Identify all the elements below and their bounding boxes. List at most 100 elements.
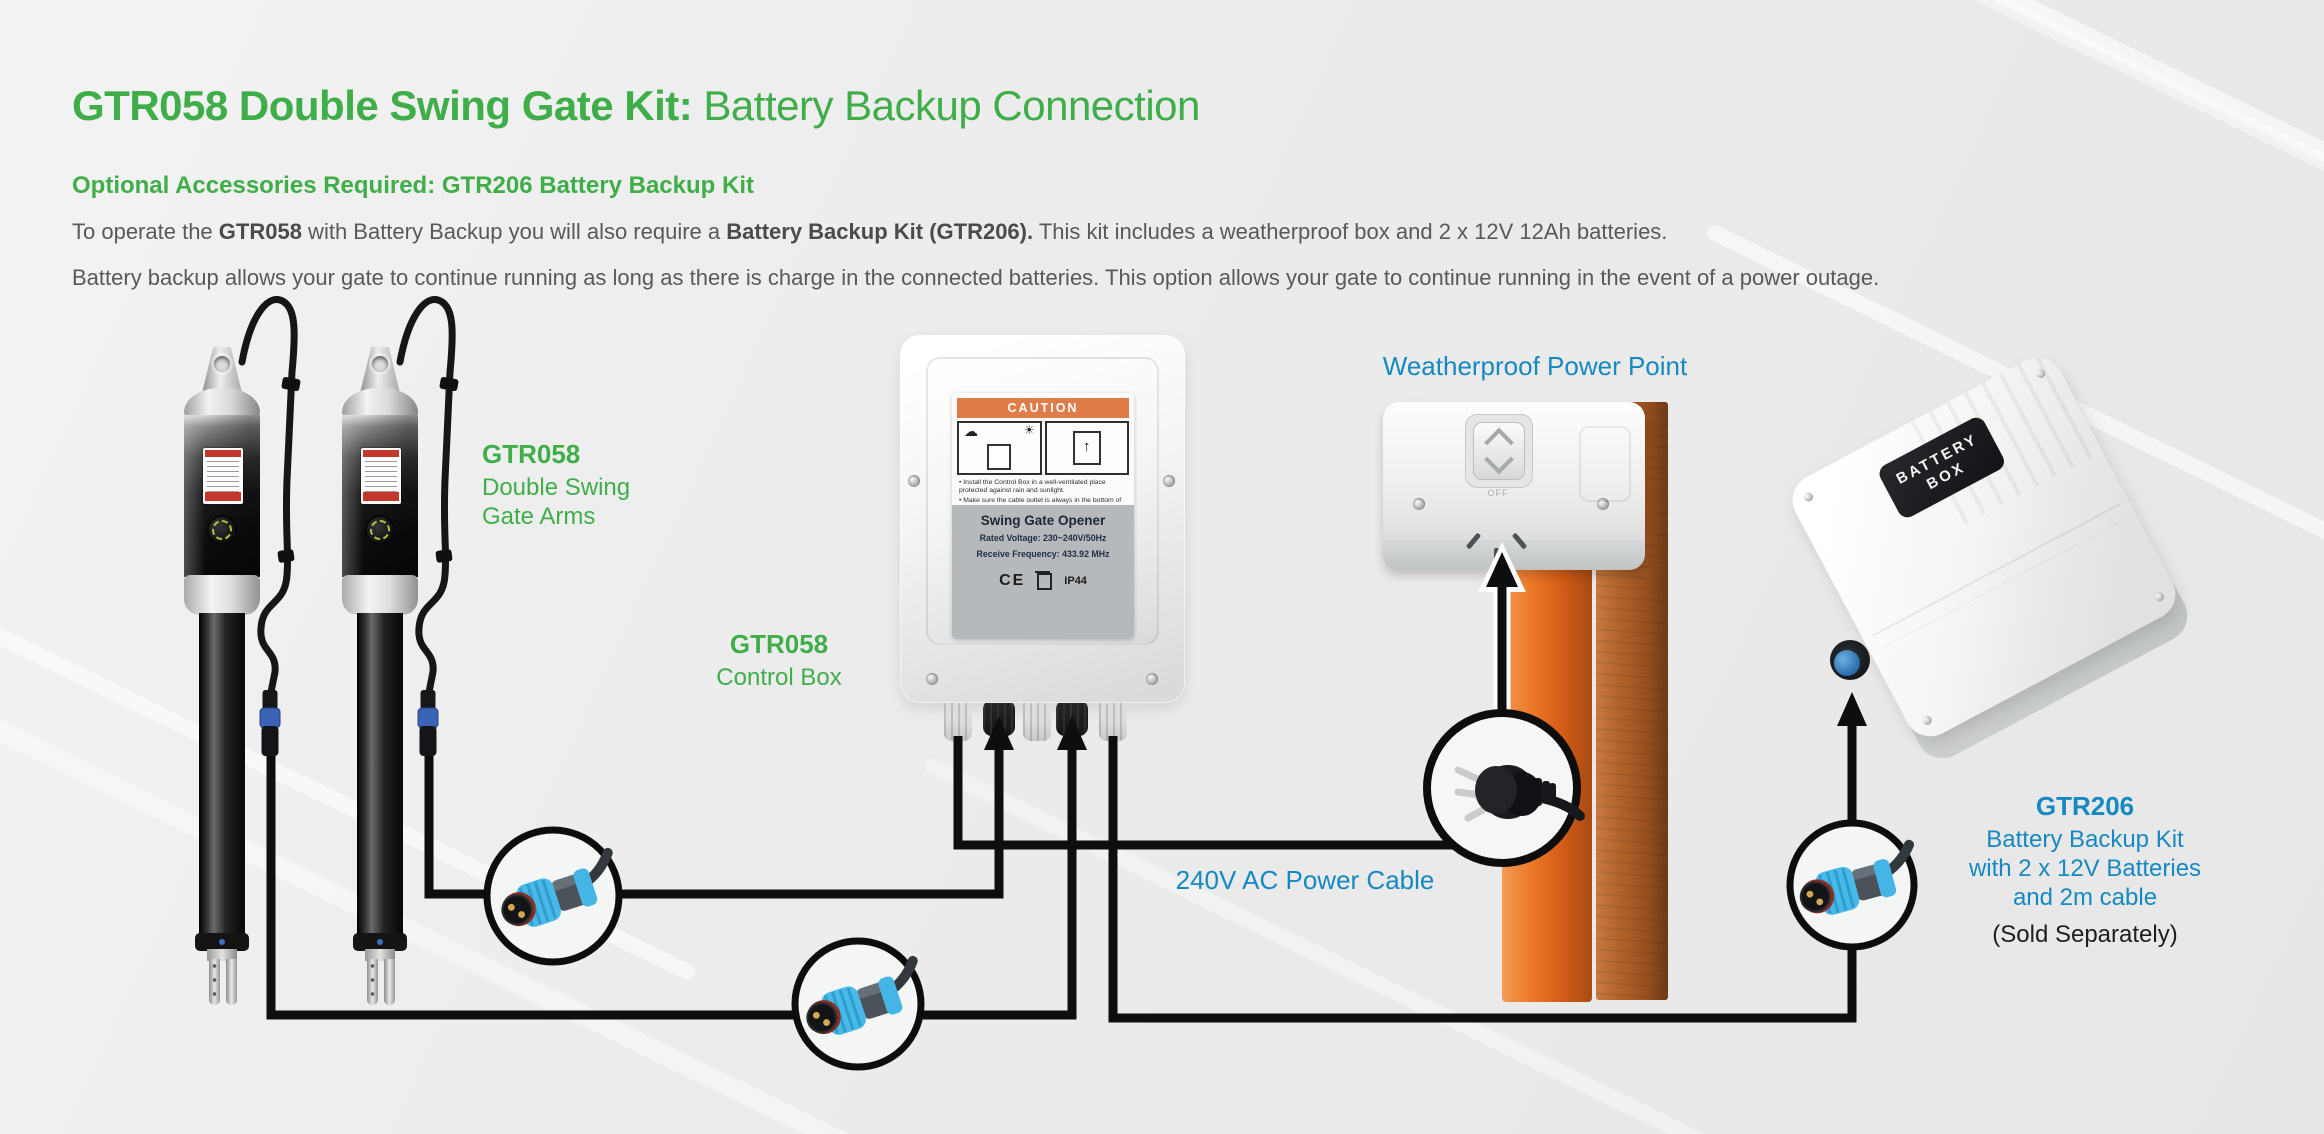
arm-fork-prong — [367, 959, 378, 1005]
sticker-bullet: • Install the Control Box in a well-vent… — [959, 479, 1106, 495]
arm-collar — [195, 933, 249, 951]
label-text-lines — [365, 461, 397, 493]
bg-stripe — [1592, 0, 2324, 297]
subtitle: Optional Accessories Required: GTR206 Ba… — [72, 172, 754, 199]
screw — [1163, 475, 1175, 487]
intro-text: To operate the — [72, 219, 219, 244]
battery-kit-name: with 2 x 12V Batteries — [1968, 855, 2202, 882]
battery-paragraph: Battery backup allows your gate to conti… — [72, 265, 1880, 290]
sold-separately-note: (Sold Separately) — [1992, 921, 2178, 948]
bg-stripe — [0, 709, 969, 1134]
arm-fork-prong — [384, 959, 395, 1005]
control-box-label: GTR058 Control Box — [654, 630, 904, 692]
weee-bin-icon — [1035, 570, 1053, 590]
page-title-bold: GTR058 Double Swing Gate Kit: — [72, 82, 693, 129]
outlet-rocker — [1473, 422, 1525, 480]
screw — [1146, 673, 1158, 685]
box-up-arrow-icon: ↑ — [1072, 431, 1101, 465]
pictogram-orientation: ↑ — [1044, 421, 1129, 475]
power-cable-label: 240V AC Power Cable — [1175, 865, 1435, 895]
ip-rating: IP44 — [1064, 575, 1087, 587]
gate-arms-code: GTR058 — [482, 439, 581, 469]
rated-voltage: Rated Voltage: 230~240V/50Hz — [979, 533, 1107, 543]
outlet-blank-cover — [1579, 426, 1631, 502]
screw — [1921, 714, 1934, 727]
battery-box-connector-port — [1830, 640, 1870, 680]
arm-cap — [342, 388, 418, 418]
page-title-rest: Battery Backup Connection — [692, 82, 1200, 129]
battery-box: BATTERY BOX — [1783, 348, 2185, 746]
socket-pin-slot — [1511, 532, 1528, 550]
control-box-sticker: CAUTION ☁ ☀ ↑ • Install the Control Box … — [952, 393, 1134, 639]
label-text-lines — [207, 461, 239, 493]
intro-text: This kit includes a weatherproof box and… — [1033, 219, 1668, 244]
outlet-switch — [1465, 414, 1533, 488]
battery-kit-code: GTR206 — [2035, 791, 2135, 821]
arm-extension-shaft — [357, 613, 403, 935]
cloud-icon: ☁ — [964, 423, 978, 439]
screw — [2153, 590, 2166, 604]
arm-release-dial — [209, 517, 235, 543]
screw — [926, 673, 938, 685]
intro-bold-kit: Battery Backup Kit (GTR206). — [726, 219, 1034, 244]
arm-silver-band — [342, 575, 418, 615]
battery-box-seam — [1872, 503, 2121, 637]
connector-inset-2 — [791, 937, 928, 1071]
caution-banner: CAUTION — [957, 398, 1129, 418]
bg-stripe — [1471, 0, 2324, 229]
certification-row: CE IP44 — [952, 570, 1134, 590]
battery-box-seam — [1883, 519, 2124, 648]
socket-pin-slot — [1465, 532, 1482, 550]
weatherproof-power-point: OFF — [1383, 402, 1645, 570]
sticker-pictograms: ☁ ☀ ↑ — [957, 421, 1129, 475]
gate-arms-name: Double Swing — [482, 474, 631, 501]
control-box-name: Control Box — [716, 664, 842, 691]
arrowhead-up — [1837, 692, 1867, 726]
sticker-spec-area: Swing Gate Opener Rated Voltage: 230~240… — [952, 505, 1134, 639]
arm-fork-neck — [207, 949, 237, 961]
gate-arm-left — [166, 285, 278, 1015]
cable-arm2-to-controlbox — [424, 716, 1014, 899]
screw — [1413, 498, 1425, 510]
box-icon — [987, 444, 1012, 470]
gate-arm-right — [324, 285, 436, 1015]
outlet-off-text: OFF — [1487, 488, 1509, 498]
control-box-code: GTR058 — [729, 629, 829, 659]
arm-release-dial — [367, 517, 393, 543]
arm-fork-prong — [226, 959, 237, 1005]
ce-mark: CE — [999, 572, 1026, 589]
arm-cap — [184, 388, 260, 418]
product-name: Swing Gate Opener — [980, 513, 1106, 528]
screw — [1802, 490, 1815, 504]
intro-bold-gtr058: GTR058 — [218, 219, 302, 244]
pictogram-weather: ☁ ☀ — [957, 421, 1042, 475]
cable-240v-power — [953, 736, 1452, 850]
connector-inset-3 — [1786, 819, 1921, 951]
arm-warning-label — [203, 448, 243, 504]
connector-inset-1 — [483, 826, 623, 966]
power-point-label: Weatherproof Power Point — [1382, 351, 1688, 381]
battery-kit-name: Battery Backup Kit — [1986, 826, 2184, 853]
intro-text: with Battery Backup you will also requir… — [301, 219, 727, 244]
battery-kit-name: and 2m cable — [2012, 884, 2158, 911]
screw — [908, 475, 920, 487]
arm-eyelet-hole — [372, 356, 388, 372]
arm-silver-band — [184, 575, 260, 615]
intro-paragraph: To operate the GTR058 with Battery Backu… — [72, 219, 1667, 245]
cable-gland — [983, 700, 1015, 736]
arm-fork-prong — [209, 959, 220, 1005]
battery-kit-label: GTR206 Battery Backup Kit with 2 x 12V B… — [1942, 792, 2228, 949]
orange-conduit — [1502, 556, 1592, 1002]
arm-eyelet-hole — [214, 356, 230, 372]
screw — [1597, 498, 1609, 510]
sun-icon: ☀ — [1023, 423, 1035, 437]
socket-pin-slot — [1494, 548, 1499, 563]
page-title: GTR058 Double Swing Gate Kit: Battery Ba… — [72, 82, 1200, 130]
cable-controlbox-to-battery — [1108, 692, 1867, 1023]
receive-frequency: Receive Frequency: 433.92 MHz — [976, 549, 1110, 559]
arm-extension-shaft — [199, 613, 245, 935]
gate-arms-name: Gate Arms — [482, 503, 596, 530]
arm-warning-label — [361, 448, 401, 504]
control-box: CAUTION ☁ ☀ ↑ • Install the Control Box … — [900, 335, 1185, 703]
